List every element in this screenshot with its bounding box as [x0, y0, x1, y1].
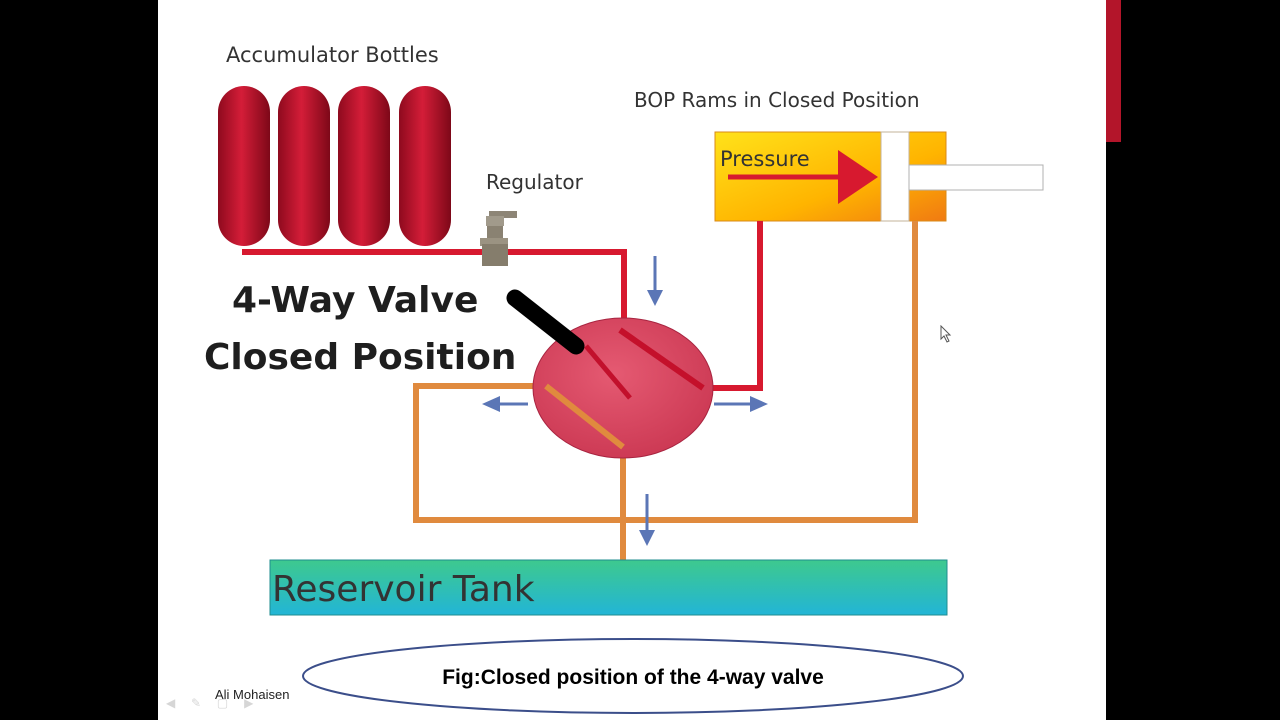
ram-piston: [880, 131, 910, 222]
valve-handle-icon: [506, 289, 585, 355]
four-way-valve-diagram: Accumulator Bottles Regulator BOP Rams i…: [204, 43, 1044, 714]
valve-title-line1: 4-Way Valve: [232, 280, 478, 321]
reservoir-tank-label: Reservoir Tank: [272, 569, 535, 610]
valve-passage-return: [544, 383, 625, 450]
flow-arrow-icon: [639, 494, 655, 546]
accumulator-bottle: [218, 86, 270, 246]
bop-rams-label: BOP Rams in Closed Position: [634, 88, 920, 112]
flow-arrow-icon: [647, 256, 663, 306]
flow-arrow-icon: [714, 396, 768, 412]
pressure-line-to-bop: [706, 221, 763, 391]
ram-rod: [908, 164, 1044, 191]
accumulator-bottle: [278, 86, 330, 246]
regulator-icon: [480, 211, 517, 266]
return-line-from-bop: [413, 221, 918, 523]
accumulator-bottle: [338, 86, 390, 246]
pressure-label: Pressure: [720, 147, 810, 171]
accumulator-bottles-label: Accumulator Bottles: [226, 43, 439, 67]
slide: Accumulator Bottles Regulator BOP Rams i…: [158, 0, 1106, 720]
reservoir-tank: [269, 559, 948, 616]
accumulator-bottles: [218, 86, 451, 246]
valve-handle-stem: [584, 344, 632, 400]
accent-bar: [1106, 0, 1121, 142]
bop-cylinder: Pressure: [714, 131, 1044, 222]
regulator-label: Regulator: [486, 170, 584, 194]
pressure-line-supply: [242, 249, 627, 330]
figure-caption: Fig:Closed position of the 4-way valve: [442, 666, 824, 689]
accumulator-bottle: [399, 86, 451, 246]
slide-nav-icon[interactable]: ◀ ✎ ▢ ▶: [166, 696, 260, 710]
caption-ellipse: [302, 638, 964, 714]
valve-passage-pressure: [618, 327, 705, 391]
pressure-arrow-icon: [838, 150, 878, 204]
flow-arrow-icon: [482, 396, 528, 412]
cursor-arrow-icon: [940, 325, 952, 343]
author-name: Ali Mohaisen: [215, 687, 290, 702]
valve-title-line2: Closed Position: [204, 337, 516, 378]
